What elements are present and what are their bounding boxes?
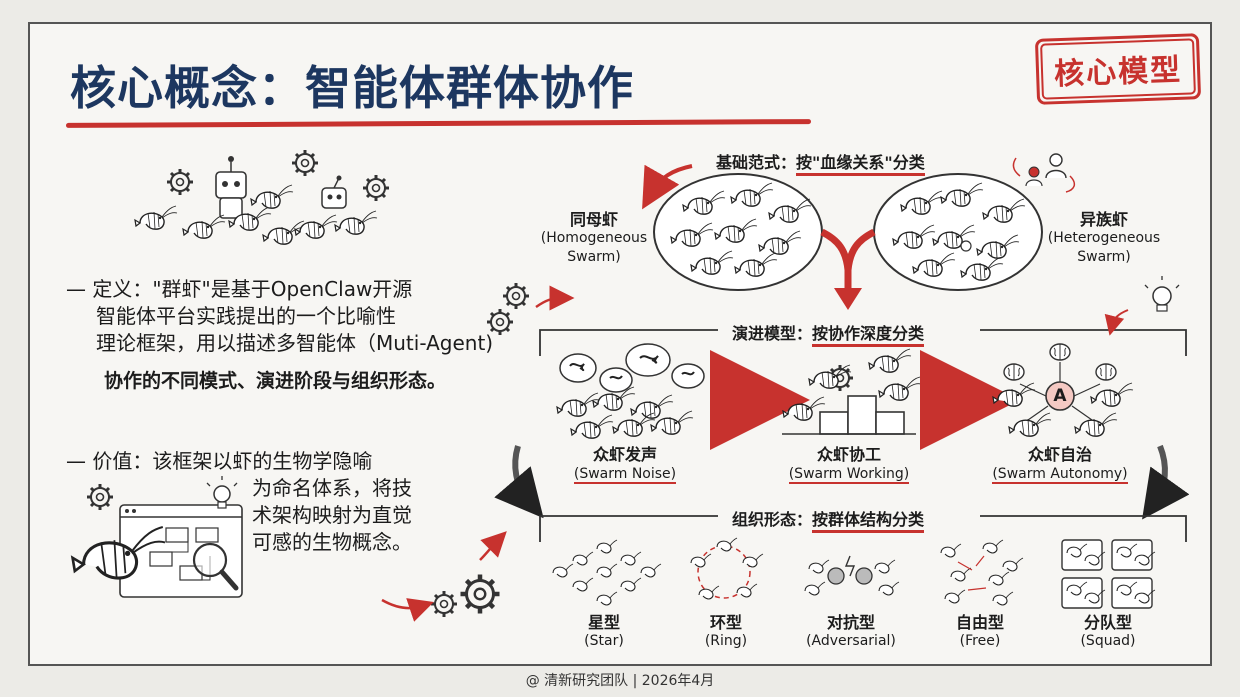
stage-working-zh: 众虾协工 <box>816 445 881 464</box>
heterogeneous-en-2: Swarm) <box>1077 249 1131 265</box>
organization-title-highlight: 按群体结构分类 <box>812 510 925 533</box>
form-ring-label: 环型 (Ring) <box>686 613 766 651</box>
form-free-en: (Free) <box>959 633 1001 649</box>
autonomy-badge: A <box>1053 386 1067 406</box>
connector-gears <box>381 281 575 622</box>
stage-autonomy-label: 众虾自治 (Swarm Autonomy) <box>984 445 1136 484</box>
form-free-zh: 自由型 <box>955 613 1004 632</box>
evolution-title-prefix: 演进模型： <box>732 324 813 343</box>
stage-working-label: 众虾协工 (Swarm Working) <box>776 445 922 484</box>
definition-line-3: 理论框架，用以描述多智能体（Muti-Agent) <box>96 331 494 355</box>
organization-diagram <box>539 515 1187 609</box>
paradigm-diagram <box>642 153 1076 310</box>
form-star-zh: 星型 <box>587 613 620 632</box>
value-line-4: 可感的生物概念。 <box>252 530 412 554</box>
swarm-autonomy-illustration <box>992 343 1134 437</box>
user-group-icon <box>1012 153 1076 193</box>
evolution-title: 演进模型：按协作深度分类 <box>728 320 929 347</box>
homogeneous-label: 同母虾 (Homogeneous Swarm) <box>538 210 650 267</box>
value-line-1: — 价值：该框架以虾的生物学隐喻 <box>66 449 373 473</box>
form-squad-en: (Squad) <box>1080 633 1136 649</box>
value-line-2: 为命名体系，将技 <box>252 476 412 500</box>
stage-working-en: (Swarm Working) <box>788 466 910 484</box>
homogeneous-en-2: Swarm) <box>567 249 621 265</box>
framework-illustration <box>71 476 243 598</box>
ring-form-illustration <box>690 537 764 600</box>
form-adversarial-zh: 对抗型 <box>826 613 875 632</box>
footer-credit: @ 清新研究团队 | 2026年4月 <box>525 673 715 689</box>
heterogeneous-en-1: (Heterogeneous <box>1047 230 1161 246</box>
paradigm-title-highlight: 按"血缘关系"分类 <box>796 153 925 176</box>
swarm-working-illustration <box>782 348 922 435</box>
form-squad-zh: 分队型 <box>1083 613 1132 632</box>
heterogeneous-label: 异族虾 (Heterogeneous Swarm) <box>1044 210 1164 267</box>
stamp-text: 核心模型 <box>1040 38 1196 100</box>
definition-line-1: — 定义："群虾"是基于OpenClaw开源 <box>66 277 413 301</box>
form-free-label: 自由型 (Free) <box>940 613 1020 651</box>
heterogeneous-shrimps <box>892 182 1026 281</box>
adversarial-form-illustration <box>804 555 900 596</box>
organization-title-prefix: 组织形态： <box>732 510 813 529</box>
definition-line-4: 协作的不同模式、演进阶段与组织形态。 <box>104 370 447 392</box>
stage-noise-en: (Swarm Noise) <box>573 466 677 484</box>
squad-form-illustration <box>1061 539 1156 609</box>
form-adversarial-en: (Adversarial) <box>806 633 896 649</box>
form-ring-en: (Ring) <box>704 633 748 649</box>
homogeneous-zh: 同母虾 <box>569 210 618 229</box>
swarm-noise-illustration <box>556 343 705 439</box>
stage-autonomy-en: (Swarm Autonomy) <box>992 466 1128 484</box>
homogeneous-en-1: (Homogeneous <box>540 230 648 246</box>
paradigm-title-prefix: 基础范式： <box>716 153 797 172</box>
stage-autonomy-zh: 众虾自治 <box>1027 445 1092 464</box>
page-title: 核心概念：智能体群体协作 <box>70 61 634 115</box>
lightbulb-icon <box>1144 276 1180 312</box>
value-line-3: 术架构映射为直觉 <box>252 503 412 527</box>
form-squad-label: 分队型 (Squad) <box>1066 613 1150 651</box>
stage-noise-zh: 众虾发声 <box>592 445 657 464</box>
evolution-title-highlight: 按协作深度分类 <box>812 324 925 347</box>
free-form-illustration <box>940 539 1024 606</box>
organization-title: 组织形态：按群体结构分类 <box>728 506 929 533</box>
form-star-en: (Star) <box>584 633 624 649</box>
lightbulb-icon <box>206 476 238 509</box>
shrimp-robot-cluster <box>134 148 391 245</box>
definition-line-2: 智能体平台实践提出的一个比喻性 <box>96 304 396 328</box>
stage-noise-label: 众虾发声 (Swarm Noise) <box>560 445 690 484</box>
form-star-label: 星型 (Star) <box>564 613 644 651</box>
paradigm-title: 基础范式：按"血缘关系"分类 <box>716 149 925 176</box>
heterogeneous-zh: 异族虾 <box>1079 210 1128 229</box>
evolution-diagram <box>494 276 1190 520</box>
form-ring-zh: 环型 <box>709 613 742 632</box>
core-model-stamp: 核心模型 <box>1034 33 1202 105</box>
star-form-illustration <box>552 539 662 606</box>
form-adversarial-label: 对抗型 (Adversarial) <box>796 613 906 651</box>
